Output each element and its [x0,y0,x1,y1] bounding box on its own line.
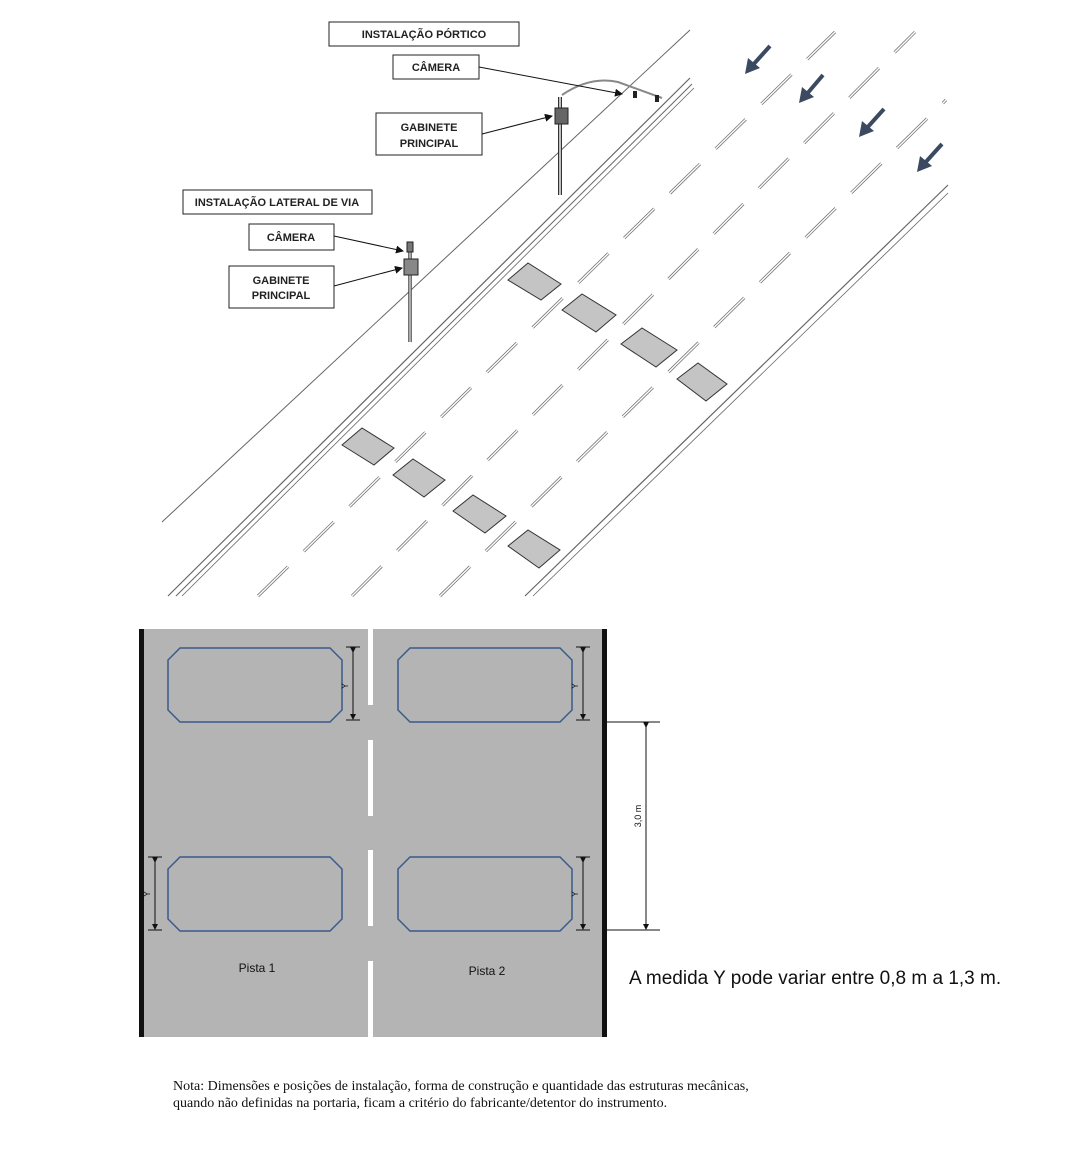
loop [561,293,617,333]
portico-camera-box: CÂMERA [392,54,480,80]
side-title: INSTALAÇÃO LATERAL DE VIA [195,196,359,209]
plan-right-edge [602,629,607,1037]
portico-cabinet-line1: GABINETE [401,122,458,134]
side-cabinet [403,258,419,276]
y-range-note: A medida Y pode variar entre 0,8 m a 1,3… [629,968,1001,989]
loop [397,856,573,932]
dim-y-label: Y [340,683,350,689]
side-camera-label: CÂMERA [267,231,315,244]
perspective-road [161,29,949,597]
loop [167,856,343,932]
portico-camera [633,91,637,98]
arrow-down-left-icon [859,107,886,137]
plan-center-dashes [368,629,373,1037]
dim-spacing-label: 3,0 m [633,805,643,828]
loop [507,529,561,569]
perspective-loops [341,262,728,569]
arrow-down-left-icon [917,142,944,172]
plan-view: Y Y Y Y 3,0 m Pista 1 Pista 2 [139,629,660,1037]
lane1-label: Pista 1 [239,961,276,975]
side-camera [406,241,414,253]
loop [507,262,562,301]
portico-cabinet-box: GABINETE PRINCIPAL [375,112,483,156]
loop [620,327,678,368]
y-dimensions [148,646,590,931]
loop [397,647,573,723]
portico-structure [554,79,663,195]
side-cabinet-line1: GABINETE [253,275,310,287]
loop [676,362,728,402]
spacing-dimension [606,721,660,931]
plan-loops [167,647,573,932]
portico-title: INSTALAÇÃO PÓRTICO [362,28,487,41]
loop [167,647,343,723]
side-structure [403,241,419,342]
arrow-down-left-icon [745,44,772,74]
footnote-line1: Nota: Dimensões e posições de instalação… [173,1079,749,1094]
portico-cabinet [554,107,569,125]
direction-arrows [745,44,944,172]
dim-y-label: Y [570,891,580,897]
portico-camera-label: CÂMERA [412,61,460,74]
loop [341,427,395,466]
loop [392,458,446,498]
side-camera-box: CÂMERA [248,223,335,251]
side-title-box: INSTALAÇÃO LATERAL DE VIA [182,189,373,215]
side-cabinet-box: GABINETE PRINCIPAL [228,265,335,309]
arrow-down-left-icon [799,73,825,103]
dim-y-label: Y [142,891,152,897]
portico-cabinet-line2: PRINCIPAL [400,138,459,150]
portico-title-box: INSTALAÇÃO PÓRTICO [328,21,520,47]
lane2-label: Pista 2 [469,964,506,978]
footnote-line2: quando não definidas na portaria, ficam … [173,1096,668,1111]
plan-left-edge [139,629,144,1037]
footnote: Nota: Dimensões e posições de instalação… [173,1078,963,1112]
dim-y-label: Y [570,683,580,689]
side-cabinet-line2: PRINCIPAL [252,290,311,302]
loop [452,494,507,534]
